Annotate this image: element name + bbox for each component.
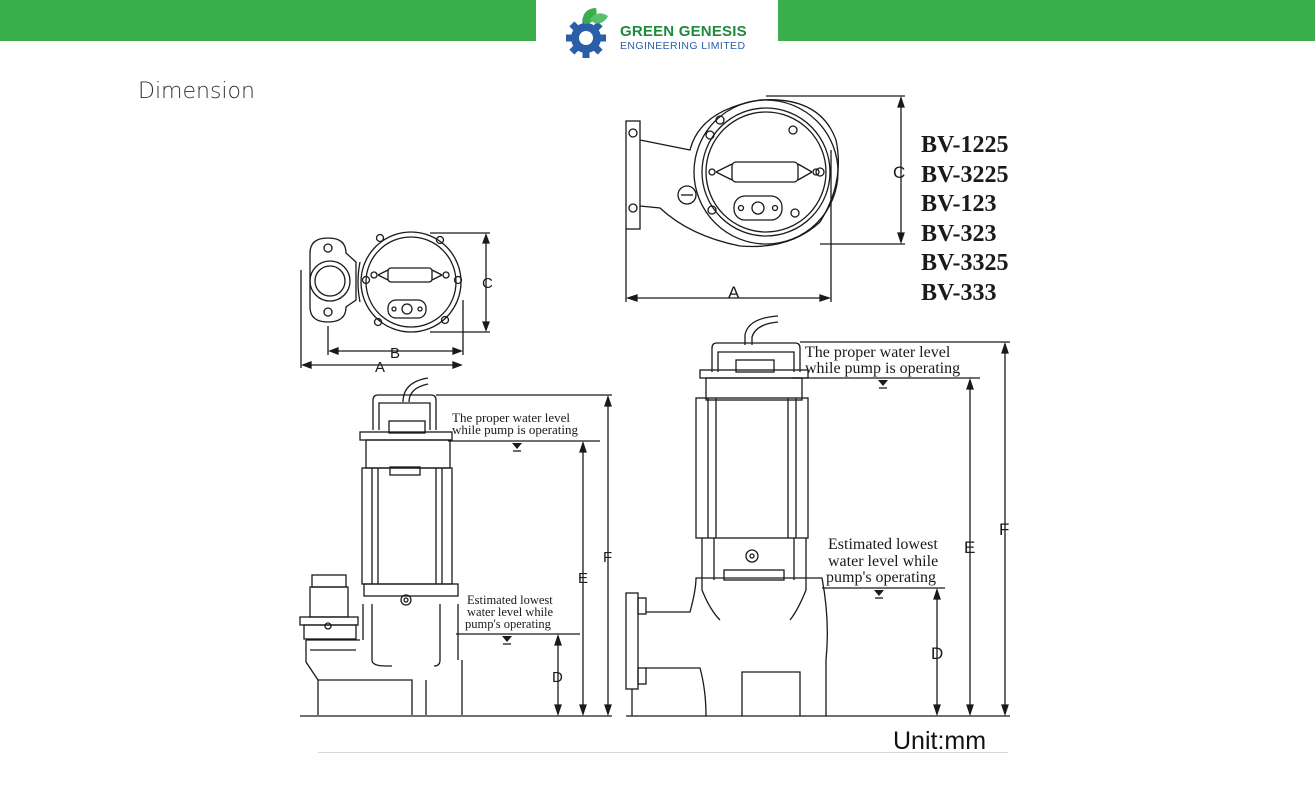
brand-name: GREEN GENESIS xyxy=(620,23,747,40)
model-item: BV-333 xyxy=(921,279,997,306)
lowest-level-label-large-2: water level while xyxy=(828,553,938,570)
dim-c-large: C xyxy=(893,163,905,182)
model-item: BV-1225 xyxy=(921,132,1009,158)
lowest-level-label-small: Estimated lowest xyxy=(467,593,553,607)
dim-f-small: F xyxy=(603,549,612,566)
top-view-small xyxy=(300,231,490,369)
lowest-level-label-large: Estimated lowest xyxy=(828,536,938,553)
proper-level-label-small-2: while pump is operating xyxy=(452,422,579,437)
brand-subtitle: ENGINEERING LIMITED xyxy=(620,40,746,52)
unit-label: Unit:mm xyxy=(893,727,987,755)
dim-e-large: E xyxy=(964,538,975,557)
model-item: BV-3225 xyxy=(921,161,1009,188)
header-bar-right xyxy=(778,0,1315,41)
header-bar-left xyxy=(0,0,536,41)
model-item: BV-123 xyxy=(921,191,997,218)
model-item: BV-3325 xyxy=(921,250,1009,277)
side-view-small: The proper water level while pump is ope… xyxy=(299,377,612,717)
gear-leaf-icon xyxy=(566,8,608,58)
side-view-large: The proper water level while pump is ope… xyxy=(625,315,1010,717)
footer-divider xyxy=(318,752,1008,753)
dim-d-small: D xyxy=(552,669,563,686)
lowest-level-label-small-3: pump's operating xyxy=(465,617,552,631)
model-item: BV-323 xyxy=(921,220,997,247)
dim-e-small: E xyxy=(578,570,588,587)
lowest-level-label-small-2: water level while xyxy=(467,605,554,619)
proper-level-label-large-2: while pump is operating xyxy=(805,360,960,377)
dim-c-small: C xyxy=(482,275,493,292)
top-view-large xyxy=(625,95,905,302)
page-title: Dimension xyxy=(138,79,255,104)
dim-d-large: D xyxy=(931,644,943,663)
company-logo: GREEN GENESIS ENGINEERING LIMITED xyxy=(536,0,778,60)
model-list: BV-1225 BV-3225 BV-123 BV-323 BV-3325 BV… xyxy=(921,131,1009,309)
proper-level-label-small: The proper water level xyxy=(452,410,570,425)
dim-a-small: A xyxy=(375,359,385,376)
proper-level-label-large: The proper water level xyxy=(805,344,951,361)
lowest-level-label-large-3: pump's operating xyxy=(826,569,936,586)
dim-b-small: B xyxy=(390,345,400,362)
dim-a-large: A xyxy=(728,283,740,302)
dim-f-large: F xyxy=(999,520,1009,539)
